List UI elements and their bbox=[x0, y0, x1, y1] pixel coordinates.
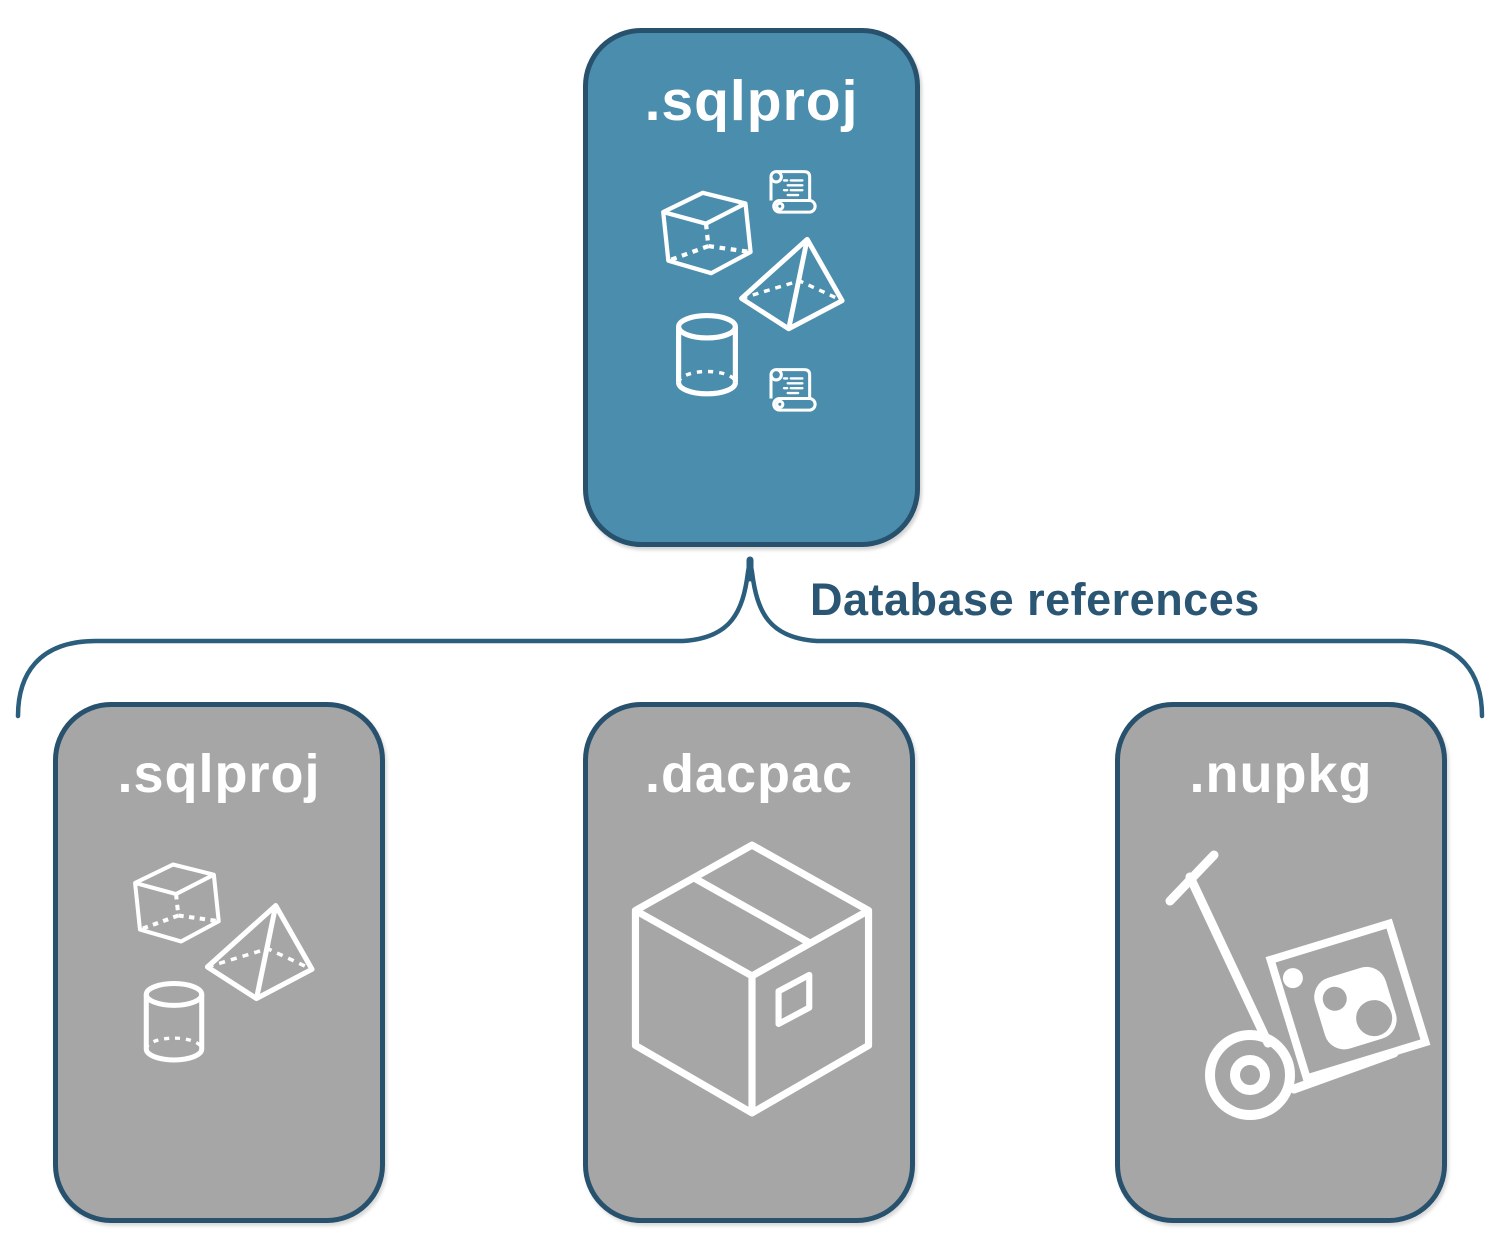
node-sqlproj-parent: .sqlproj bbox=[583, 28, 920, 547]
node-title: .sqlproj bbox=[117, 744, 321, 804]
pyramid-icon bbox=[199, 894, 324, 1011]
cube-icon bbox=[128, 857, 226, 950]
node-sqlproj-child: .sqlproj bbox=[53, 702, 385, 1223]
pyramid-icon bbox=[734, 228, 855, 340]
scroll-icon bbox=[764, 361, 820, 419]
node-title: .dacpac bbox=[644, 744, 854, 804]
cube-icon bbox=[656, 184, 759, 281]
package-box-icon bbox=[628, 841, 876, 1117]
hand-truck-icon bbox=[1156, 849, 1444, 1133]
node-nupkg: .nupkg bbox=[1115, 702, 1447, 1223]
cylinder-icon bbox=[140, 981, 208, 1065]
node-title: .nupkg bbox=[1189, 744, 1373, 804]
connector-label: Database references bbox=[810, 574, 1260, 625]
nuget-logo bbox=[1265, 918, 1431, 1084]
cylinder-icon bbox=[672, 313, 742, 399]
scroll-icon bbox=[764, 163, 820, 221]
node-dacpac: .dacpac bbox=[583, 702, 915, 1223]
node-title: .sqlproj bbox=[644, 69, 859, 133]
